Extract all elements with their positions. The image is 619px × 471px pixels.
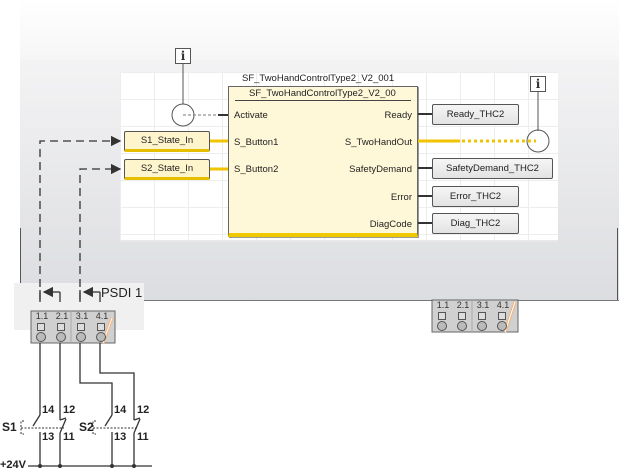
terminal-square-icon [77, 323, 85, 331]
fb-output-ready: Ready [384, 110, 412, 121]
terminal[interactable]: 2.1 [55, 311, 69, 321]
switch-s2-label: S2 [79, 420, 94, 434]
output-var-ready-thc2[interactable]: Ready_THC2 [432, 104, 519, 125]
output-var-diag-thc2[interactable]: Diag_THC2 [432, 213, 519, 234]
terminal-square-icon [478, 312, 486, 320]
input-var-s1-state-in[interactable]: S1_State_In [124, 131, 210, 152]
s1-contact-12: 12 [63, 404, 76, 416]
terminal-screw-icon [36, 332, 46, 342]
s2-contact-14: 14 [114, 404, 127, 416]
fb-input-s-button2: S_Button2 [234, 164, 279, 175]
info-icon[interactable]: i [530, 76, 546, 92]
fb-input-s-button1: S_Button1 [234, 137, 279, 148]
s2-contact-13: 13 [114, 431, 127, 443]
switch-s1-label: S1 [2, 420, 17, 434]
output-var-safetydemand-thc2[interactable]: SafetyDemand_THC2 [432, 158, 553, 179]
function-block[interactable]: SF_TwoHandControlType2_V2_00 Activate S_… [228, 86, 418, 237]
terminal-screw-icon [76, 332, 86, 342]
terminal-square-icon [438, 312, 446, 320]
s2-contact-11: 11 [137, 431, 149, 443]
terminal[interactable]: 2.1 [456, 300, 470, 310]
terminal-square-icon [37, 323, 45, 331]
terminal-screw-icon [56, 332, 66, 342]
s1-contact-13: 13 [42, 431, 55, 443]
terminal[interactable]: 3.1 [476, 300, 490, 310]
terminal[interactable]: 1.1 [35, 311, 49, 321]
fb-input-activate: Activate [234, 110, 268, 121]
fb-type-name: SF_TwoHandControlType2_V2_00 [249, 88, 396, 99]
s2-contact-12: 12 [137, 404, 150, 416]
fb-output-error: Error [390, 192, 412, 203]
terminal[interactable]: 1.1 [436, 300, 450, 310]
terminal-screw-icon [96, 332, 106, 342]
controller-right-edge [617, 228, 618, 300]
output-var-error-thc2[interactable]: Error_THC2 [432, 186, 519, 207]
terminal-labels-left: 1.1 2.1 3.1 4.1 [31, 311, 115, 343]
terminal-labels-right: 1.1 2.1 3.1 4.1 [432, 300, 518, 332]
supply-label: +24V [0, 459, 26, 471]
controller-left-edge [20, 228, 21, 304]
terminal-screw-icon [477, 321, 487, 331]
fb-instance-name: SF_TwoHandControlType2_V2_001 [242, 73, 395, 84]
terminal[interactable]: 4.1 [95, 311, 109, 321]
terminal[interactable]: 3.1 [75, 311, 89, 321]
terminal-square-icon [97, 323, 105, 331]
info-icon[interactable]: i [175, 48, 191, 64]
module-label: PSDI 1 [101, 285, 143, 300]
fb-header-divider [235, 100, 411, 101]
s1-contact-14: 14 [42, 404, 55, 416]
terminal-screw-icon [497, 321, 507, 331]
s1-contact-11: 11 [63, 431, 75, 443]
terminal-screw-icon [437, 321, 447, 331]
terminal[interactable]: 4.1 [496, 300, 510, 310]
fb-output-s-twohandout: S_TwoHandOut [344, 137, 412, 148]
fb-output-safetydemand: SafetyDemand [349, 164, 412, 175]
terminal-square-icon [498, 312, 506, 320]
terminal-square-icon [458, 312, 466, 320]
input-var-s2-state-in[interactable]: S2_State_In [124, 159, 210, 180]
terminal-square-icon [57, 323, 65, 331]
fb-output-diagcode: DiagCode [369, 219, 412, 230]
terminal-screw-icon [457, 321, 467, 331]
